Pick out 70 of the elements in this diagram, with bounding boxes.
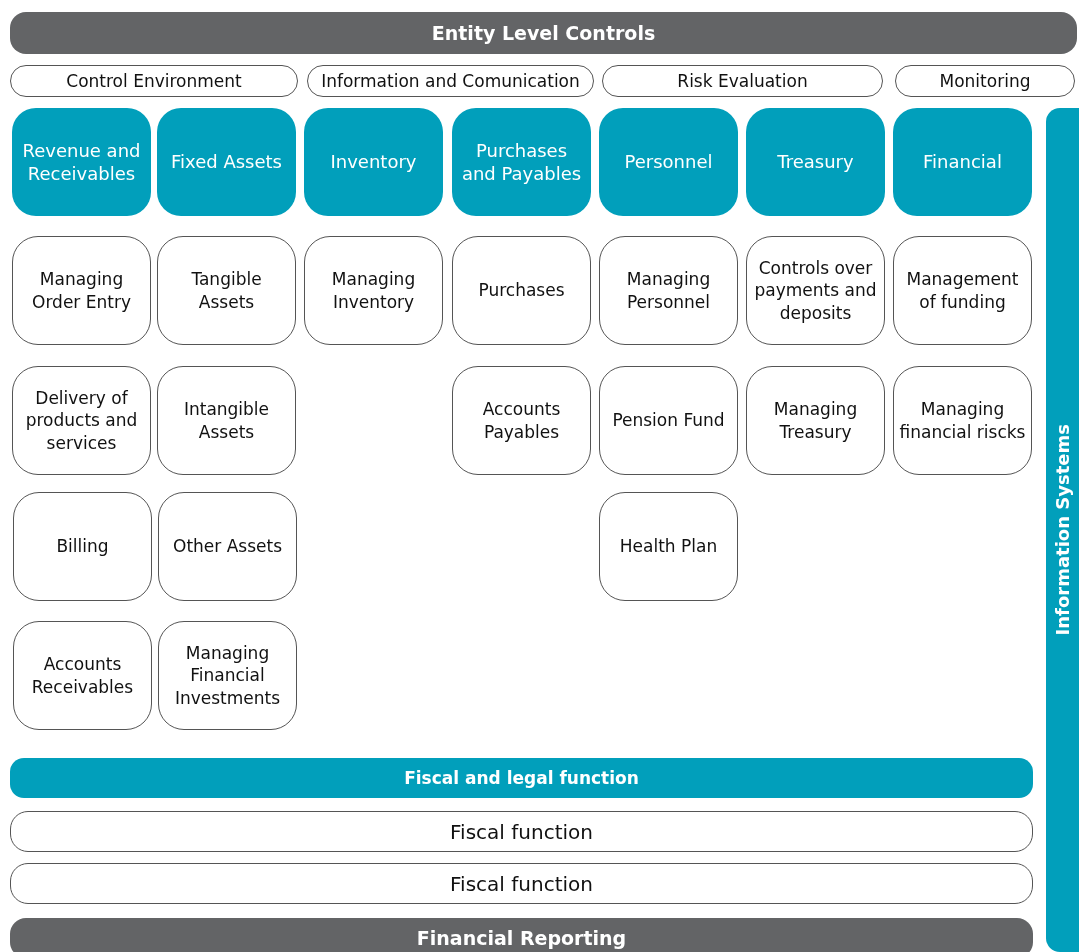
node-label: Managing financial riscks [899,398,1026,443]
node-label: Pension Fund [612,409,725,432]
function-band [10,811,1033,852]
node-label: Fiscal function [450,818,593,845]
node-label: Information and Comunication [321,69,580,93]
band-heading [10,12,1077,54]
node-label: Intangible Assets [182,398,271,443]
node-label: Fiscal function [450,870,593,897]
process-header [893,108,1032,216]
node-label: Purchases [478,279,565,302]
node-label: Revenue and Receivables [21,138,142,186]
node-label: Delivery of products and services [24,387,139,454]
process-box [157,236,296,345]
process-box [452,366,591,475]
process-box [12,366,151,475]
node-label: Fiscal and legal function [404,766,639,790]
node-label: Health Plan [619,535,718,558]
process-header [12,108,151,216]
category-pill [895,65,1075,97]
process-header [599,108,738,216]
node-label: Managing Order Entry [31,268,132,313]
node-label: Controls over payments and deposits [753,257,878,324]
node-label: Accounts Receivables [30,653,135,698]
side-bar [1046,108,1079,952]
category-pill [602,65,883,97]
process-box [893,366,1032,475]
process-header [304,108,443,216]
node-label: Other Assets [173,535,282,558]
process-box [304,236,443,345]
process-box [599,492,738,601]
function-band [10,863,1033,904]
process-box [13,492,152,601]
node-label: Inventory [330,150,417,174]
category-pill [10,65,298,97]
process-box [599,236,738,345]
node-label: Managing Personnel [625,268,712,313]
node-label: Personnel [624,150,713,174]
node-label: Information Systems [1050,424,1074,636]
node-label: Tangible Assets [190,268,263,313]
node-label: Billing [56,535,109,558]
node-label: Financial Reporting [416,925,627,951]
process-header [157,108,296,216]
node-label: Managing Treasury [772,398,859,443]
band-heading [10,758,1033,798]
category-pill [307,65,594,97]
process-box [13,621,152,730]
process-box [746,366,885,475]
node-label: Control Environment [66,69,242,93]
node-label: Risk Evaluation [677,69,808,93]
process-box [158,492,297,601]
node-label: Management of funding [905,268,1020,313]
node-label: Fixed Assets [171,150,282,174]
process-box [12,236,151,345]
node-label: Managing Financial Investments [173,642,282,709]
node-label: Accounts Payables [481,398,562,443]
node-label: Entity Level Controls [431,20,656,46]
process-box [158,621,297,730]
process-box [893,236,1032,345]
node-label: Managing Inventory [330,268,417,313]
process-box [746,236,885,345]
process-header [452,108,591,216]
band-heading [10,918,1033,952]
process-box [599,366,738,475]
node-label: Monitoring [939,69,1031,93]
node-label: Financial [923,150,1002,174]
process-header [746,108,885,216]
node-label: Treasury [777,150,854,174]
process-box [157,366,296,475]
node-label: Purchases and Payables [460,138,583,186]
process-box [452,236,591,345]
